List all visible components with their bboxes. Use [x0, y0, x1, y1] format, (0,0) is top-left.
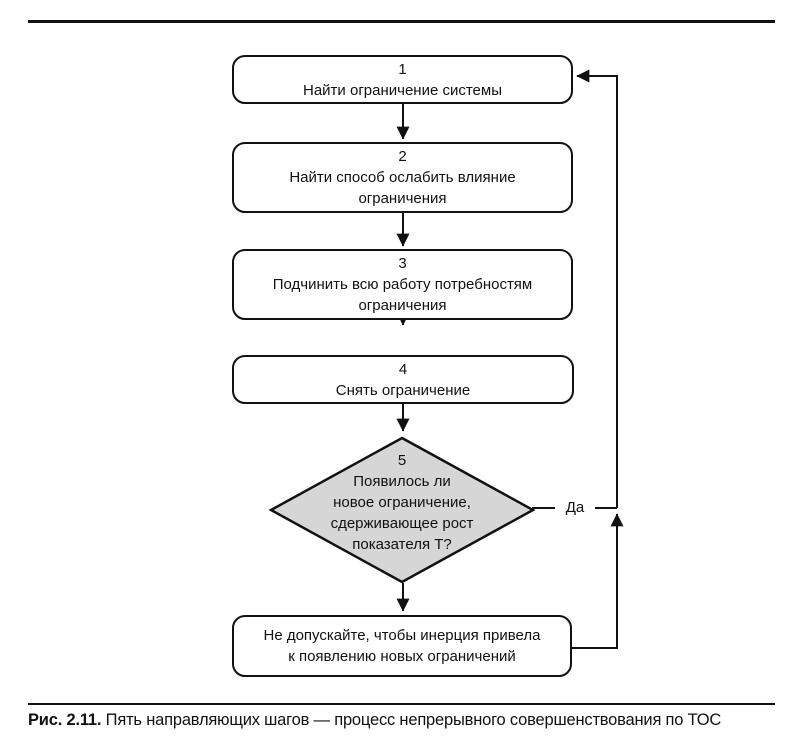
step-label-line: Не допускайте, чтобы инерция привела	[263, 627, 541, 644]
step-number: 5	[397, 452, 407, 469]
step-label-line: Подчинить всю работу потребностям	[272, 276, 533, 293]
step-label-line: показателя Т?	[352, 536, 452, 553]
edge-label-yes: Да	[565, 499, 585, 516]
figure-caption: Рис. 2.11. Пять направляющих шагов — про…	[28, 710, 773, 731]
flow-step-3: 3 Подчинить всю работу потребностям огра…	[232, 249, 573, 320]
decision-diamond-shape	[268, 436, 536, 584]
top-rule	[28, 20, 775, 23]
step-label-line: ограничения	[358, 190, 447, 207]
loop-back-to-step1	[576, 69, 618, 508]
flow-step-2: 2 Найти способ ослабить влияние ограниче…	[232, 142, 573, 213]
step-number: 2	[398, 148, 407, 165]
step-label-line: сдерживающее рост	[330, 515, 474, 532]
step-label-line: новое ограничение,	[333, 494, 471, 511]
bottom-rule	[28, 703, 775, 705]
figure-caption-text: Пять направляющих шагов — процесс непрер…	[101, 711, 722, 729]
step-number: 3	[398, 255, 407, 272]
flow-step-4: 4 Снять ограничение	[232, 355, 574, 404]
flow-decision-5: 5 Появилось ли новое ограничение, сдержи…	[292, 450, 512, 555]
figure-caption-label: Рис. 2.11.	[28, 711, 102, 729]
step-label-line: Найти способ ослабить влияние	[289, 169, 516, 186]
flow-step-1: 1 Найти ограничение системы	[232, 55, 573, 104]
loop-from-step6	[571, 513, 624, 649]
step-label-line: Снять ограничение	[335, 381, 471, 399]
step-label-line: Появилось ли	[353, 473, 451, 490]
step-number: 4	[398, 360, 408, 378]
flow-step-inertia: Не допускайте, чтобы инерция привела к п…	[232, 615, 572, 677]
step-number: 1	[398, 60, 407, 78]
step-label-line: ограничения	[358, 297, 447, 314]
step-label-line: к появлению новых ограничений	[288, 648, 516, 665]
step-label-line: Найти ограничение системы	[303, 81, 502, 99]
